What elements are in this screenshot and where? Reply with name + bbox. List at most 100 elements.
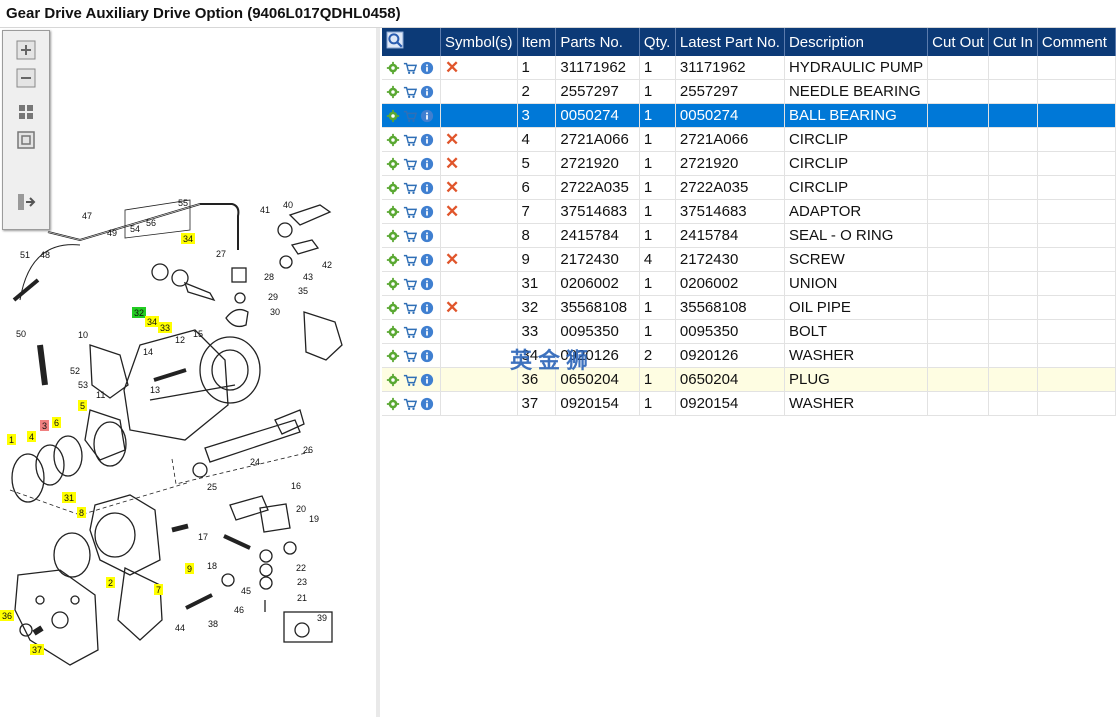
gear-icon[interactable] [386, 373, 400, 387]
gear-icon[interactable] [386, 325, 400, 339]
cart-icon[interactable] [403, 109, 418, 123]
cart-icon[interactable] [403, 85, 418, 99]
export-icon[interactable] [15, 191, 37, 213]
item-cell: 36 [517, 367, 557, 392]
remove-x-icon[interactable]: ✕ [445, 177, 460, 197]
column-header-item[interactable]: Item [517, 28, 557, 56]
info-icon[interactable] [420, 205, 434, 219]
fit-all-icon[interactable] [15, 101, 37, 123]
cart-icon[interactable] [403, 133, 418, 147]
gear-icon[interactable] [386, 205, 400, 219]
row-actions-cell [382, 391, 442, 416]
gear-icon[interactable] [386, 157, 400, 171]
info-icon[interactable] [420, 397, 434, 411]
gear-icon[interactable] [386, 109, 400, 123]
callout-37: 37 [32, 645, 42, 655]
gear-icon[interactable] [386, 229, 400, 243]
zoom-out-icon[interactable] [15, 67, 37, 89]
info-icon[interactable] [420, 229, 434, 243]
remove-x-icon[interactable]: ✕ [445, 153, 460, 173]
column-filter-header[interactable] [382, 28, 442, 56]
cart-icon[interactable] [403, 373, 418, 387]
column-header-cut-out[interactable]: Cut Out [927, 28, 989, 56]
exploded-parts-diagram[interactable]: 47 51 48 49 54 56 55 40 41 27 28 42 43 2… [0, 28, 376, 717]
cart-icon[interactable] [403, 277, 418, 291]
info-icon[interactable] [420, 349, 434, 363]
info-icon[interactable] [420, 373, 434, 387]
callout-27: 27 [216, 249, 226, 259]
gear-icon[interactable] [386, 253, 400, 267]
symbols-cell [440, 367, 518, 392]
column-header-description[interactable]: Description [784, 28, 929, 56]
callout-51: 51 [20, 250, 30, 260]
gear-icon[interactable] [386, 301, 400, 315]
column-header-cut-in[interactable]: Cut In [988, 28, 1038, 56]
column-header-parts-no[interactable]: Parts No. [555, 28, 640, 56]
cart-icon[interactable] [403, 157, 418, 171]
gear-icon[interactable] [386, 277, 400, 291]
cart-icon[interactable] [403, 229, 418, 243]
remove-x-icon[interactable]: ✕ [445, 57, 460, 77]
info-icon[interactable] [420, 85, 434, 99]
cut-in-cell [988, 391, 1038, 416]
info-icon[interactable] [420, 325, 434, 339]
cut-in-cell [988, 367, 1038, 392]
gear-icon[interactable] [386, 181, 400, 195]
cart-icon[interactable] [403, 253, 418, 267]
cart-icon[interactable] [403, 61, 418, 75]
column-header-latest-part-no[interactable]: Latest Part No. [675, 28, 785, 56]
remove-x-icon[interactable]: ✕ [445, 297, 460, 317]
filter-search-icon[interactable] [386, 31, 404, 49]
diagram-panel[interactable]: 47 51 48 49 54 56 55 40 41 27 28 42 43 2… [0, 28, 376, 717]
info-icon[interactable] [420, 157, 434, 171]
info-icon[interactable] [420, 61, 434, 75]
info-icon[interactable] [420, 181, 434, 195]
info-icon[interactable] [420, 301, 434, 315]
column-header-comment[interactable]: Comment [1037, 28, 1116, 56]
remove-x-icon[interactable]: ✕ [445, 249, 460, 269]
qty-cell: 1 [639, 79, 676, 104]
gear-icon[interactable] [386, 133, 400, 147]
column-header-symbols[interactable]: Symbol(s) [440, 28, 518, 56]
column-header-qty[interactable]: Qty. [639, 28, 676, 56]
gear-icon[interactable] [386, 397, 400, 411]
callout-43: 43 [303, 272, 313, 282]
cart-icon[interactable] [403, 397, 418, 411]
fit-page-icon[interactable] [15, 129, 37, 151]
info-icon[interactable] [420, 253, 434, 267]
gear-icon[interactable] [386, 85, 400, 99]
info-icon[interactable] [420, 109, 434, 123]
info-icon[interactable] [420, 277, 434, 291]
panel-splitter[interactable] [376, 28, 380, 717]
remove-x-icon[interactable]: ✕ [445, 201, 460, 221]
cart-icon[interactable] [403, 349, 418, 363]
cart-icon[interactable] [403, 301, 418, 315]
gear-icon[interactable] [386, 61, 400, 75]
cart-icon[interactable] [403, 181, 418, 195]
info-icon[interactable] [420, 133, 434, 147]
zoom-in-icon[interactable] [15, 39, 37, 61]
callout-22: 22 [296, 563, 306, 573]
remove-x-icon[interactable]: ✕ [445, 129, 460, 149]
callout-9: 9 [187, 564, 192, 574]
cut-in-cell [988, 319, 1038, 344]
cart-icon[interactable] [403, 205, 418, 219]
description-cell: WASHER [784, 343, 929, 368]
cart-icon[interactable] [403, 325, 418, 339]
gear-icon[interactable] [386, 349, 400, 363]
